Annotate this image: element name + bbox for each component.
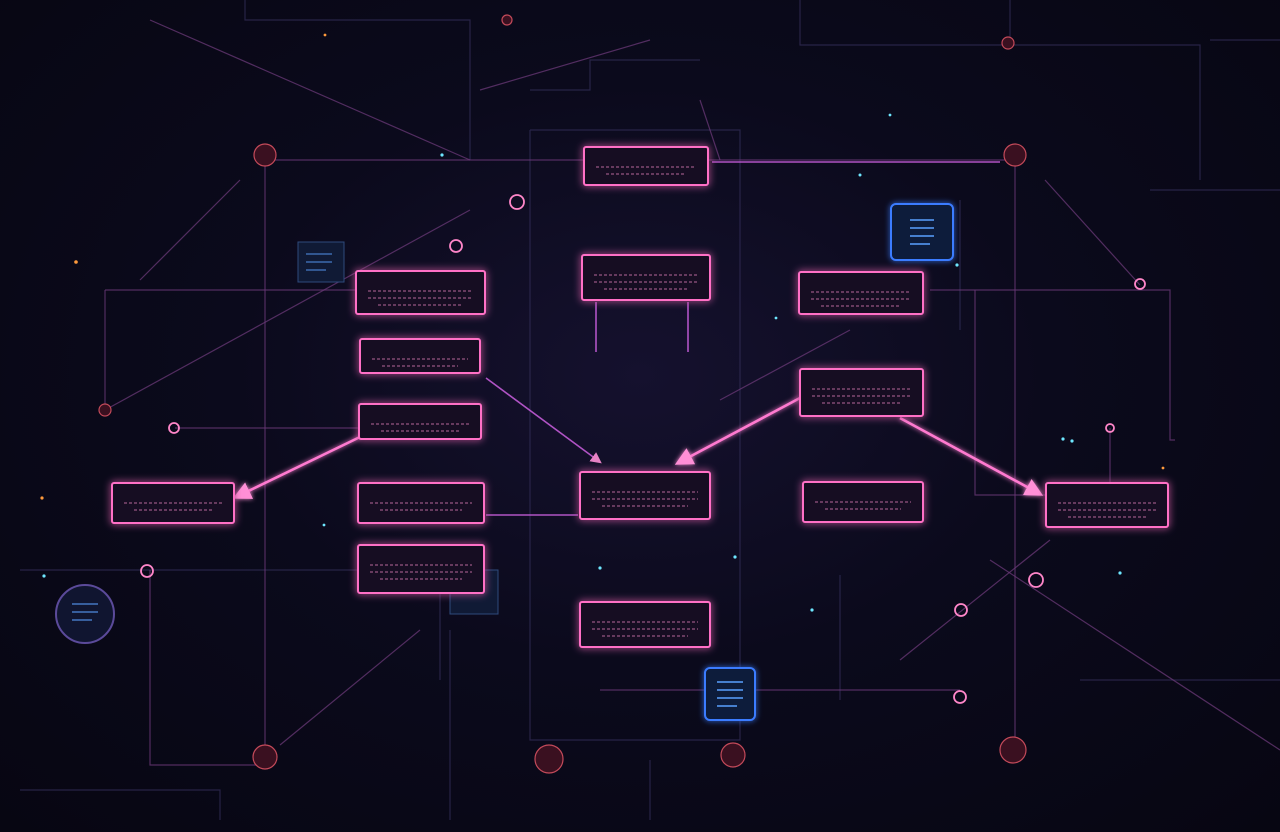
document-icon [297,241,345,283]
flow-node [581,254,711,301]
document-icon [704,667,756,721]
flow-node [1045,482,1169,528]
document-panels [55,203,954,721]
flow-node [358,403,482,440]
node-layer [111,146,1169,648]
flow-node [357,482,485,524]
flow-node [802,481,924,523]
flow-node [583,146,709,186]
decorative-nodes [40,14,1165,774]
flow-node [579,471,711,520]
flow-node [355,270,486,315]
flow-node [799,368,924,417]
flow-node [359,338,481,374]
flow-node [111,482,235,524]
flow-node [357,544,485,594]
document-icon [890,203,954,261]
flow-node [798,271,924,315]
flow-node [579,601,711,648]
connectors [232,161,1044,600]
background-circuitry [20,0,1280,820]
document-icon [55,584,115,644]
